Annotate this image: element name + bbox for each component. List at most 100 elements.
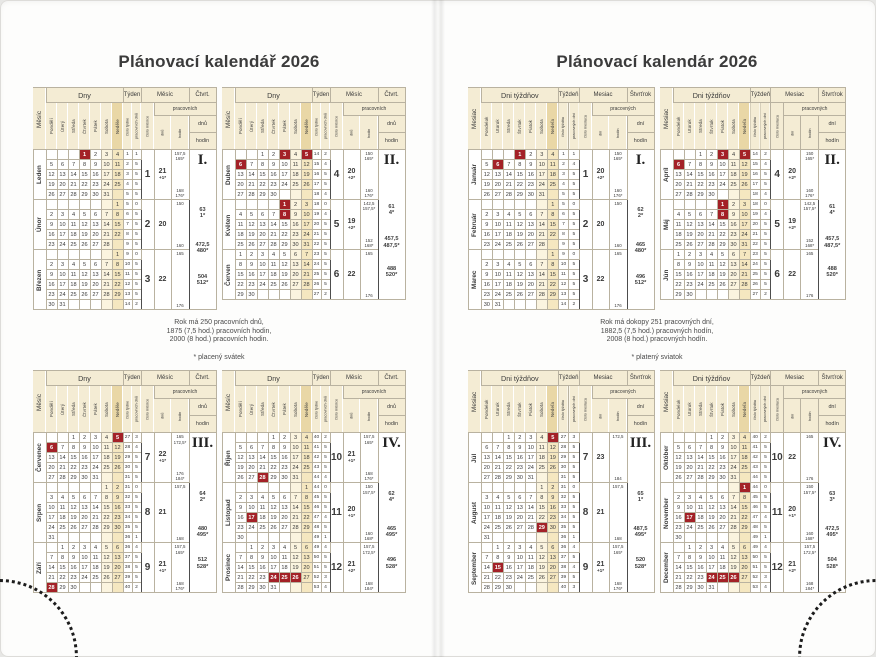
date-cell: 10 <box>256 259 269 270</box>
quarter-days-value: 4* <box>388 496 395 503</box>
date-cell-label: 21 <box>483 574 490 581</box>
date-cell: 24 <box>300 229 313 240</box>
month-hours-75-value: 157,5* <box>803 206 817 212</box>
date-cell: 31 <box>300 239 313 250</box>
date-cell: 14 <box>100 219 113 230</box>
month-workdays: 22 <box>783 432 802 484</box>
date-cell-label: 5 <box>282 251 287 258</box>
date-cell-label: 17 <box>259 271 266 278</box>
date-cell: 3 <box>245 492 258 504</box>
month-hours-80-value: 168* <box>364 536 374 542</box>
week-number-cell: 53 <box>749 582 761 594</box>
date-cell-label: 25 <box>70 291 77 298</box>
working-header-label: pracovních <box>361 106 387 112</box>
date-cell: 9 <box>45 269 58 280</box>
quarter-hours-header-label: hodín <box>633 421 648 428</box>
week-workdays-cell: 5 <box>568 552 580 564</box>
date-cell <box>89 249 102 260</box>
date-cell: 16 <box>234 512 247 524</box>
week-workdays-cell-label: 5 <box>135 242 138 247</box>
date-cell: 16 <box>45 229 58 240</box>
date-cell-label: 10 <box>483 504 490 511</box>
date-cell: 21 <box>56 462 69 474</box>
date-cell: 12 <box>78 219 91 230</box>
day-name-header: Štvrtok <box>706 102 717 150</box>
date-cell-label: 15 <box>719 221 726 228</box>
date-cell-label: 30 <box>697 584 704 591</box>
week-number-cell: 38 <box>122 562 133 574</box>
date-cell: 22 <box>502 462 515 474</box>
week-workdays-cell: 2 <box>320 432 331 444</box>
quarter-group-header: Štvrťrok <box>626 87 655 103</box>
date-cell-label: 22 <box>697 181 704 188</box>
month-hours-75-value: 157,5 <box>612 544 624 550</box>
working-header-label: pracovných <box>801 106 828 112</box>
date-cell: 9 <box>267 159 280 170</box>
week-number-header-label: číslo týždňa <box>753 115 758 137</box>
month-workdays: 21+1* <box>153 542 172 594</box>
week-number-cell-label: 47 <box>313 515 320 521</box>
date-cell-label: 14 <box>292 504 299 511</box>
date-cell-label: 4 <box>260 494 265 501</box>
date-cell-label: 1 <box>698 151 703 158</box>
quarter-days-value: 3* <box>829 496 835 503</box>
date-cell: 2 <box>480 209 493 220</box>
week-number-cell: 51 <box>749 562 761 574</box>
holiday-date-cell: 15 <box>491 562 504 574</box>
date-cell-label: 6 <box>485 444 489 451</box>
month-hours-75-value: 150 <box>614 201 622 206</box>
date-cell <box>694 199 707 210</box>
date-cell: 21 <box>535 279 548 290</box>
date-cell-label: 23 <box>483 291 490 298</box>
week-number-cell-label: 27 <box>560 435 567 441</box>
month-number-header-label: číslo mesiaca <box>583 397 588 421</box>
date-cell: 18 <box>546 169 559 180</box>
date-cell: 4 <box>502 209 515 220</box>
date-cell: 16 <box>45 279 58 290</box>
month-workdays: 21+1* <box>591 542 610 594</box>
date-cell: 8 <box>694 159 707 170</box>
date-cell: 29 <box>705 472 718 484</box>
date-cell-label: 18 <box>114 171 121 178</box>
date-cell-label: 18 <box>719 564 726 571</box>
week-workdays-cell: 5 <box>131 219 142 230</box>
date-cell: 29 <box>502 472 515 484</box>
date-cell-label: 11 <box>697 504 704 511</box>
date-cell-label: 3 <box>304 201 309 208</box>
date-cell-label: 23 <box>697 574 704 581</box>
date-cell-label: 23 <box>48 291 55 298</box>
holiday-date-cell-label: 26 <box>730 574 737 581</box>
date-cell: 24 <box>480 522 493 534</box>
month-number: 11 <box>329 482 344 544</box>
week-number-cell: 3 <box>122 169 133 180</box>
date-cell: 20 <box>256 229 269 240</box>
quarter-hours-80-value: 512 <box>197 557 208 564</box>
month-hours-header-label: hodín <box>616 127 620 138</box>
date-cell-label: 2 <box>293 201 298 208</box>
week-workdays-cell: 5 <box>320 219 331 230</box>
date-cell <box>245 532 258 544</box>
week-workdays-cell: 5 <box>131 179 142 190</box>
date-cell: 6 <box>546 542 559 554</box>
quarter-hours-80-value: 520 <box>635 557 646 564</box>
week-workdays-cell: 2 <box>568 299 580 310</box>
date-cell-label: 2 <box>238 494 243 501</box>
date-cell: 19 <box>513 279 526 290</box>
month-number-header-label: číslo mesiaca <box>775 114 780 138</box>
date-cell: 1 <box>546 249 559 260</box>
week-workdays-cell-label: 5 <box>324 182 327 187</box>
quarter-group-header-label: Čtvrt. <box>195 92 210 98</box>
week-number-cell: 40 <box>122 582 133 594</box>
date-cell-label: 5 <box>507 494 511 501</box>
date-cell: 11 <box>89 552 102 564</box>
week-number-cell-label: 20 <box>752 222 758 227</box>
date-cell: 7 <box>45 552 58 564</box>
date-cell: 14 <box>245 169 258 180</box>
day-name-header-label: Nedeľa <box>742 401 747 417</box>
week-workdays-cell: 1 <box>759 532 772 544</box>
week-workdays-cell: 5 <box>759 562 772 574</box>
month-number: 7 <box>578 432 593 484</box>
